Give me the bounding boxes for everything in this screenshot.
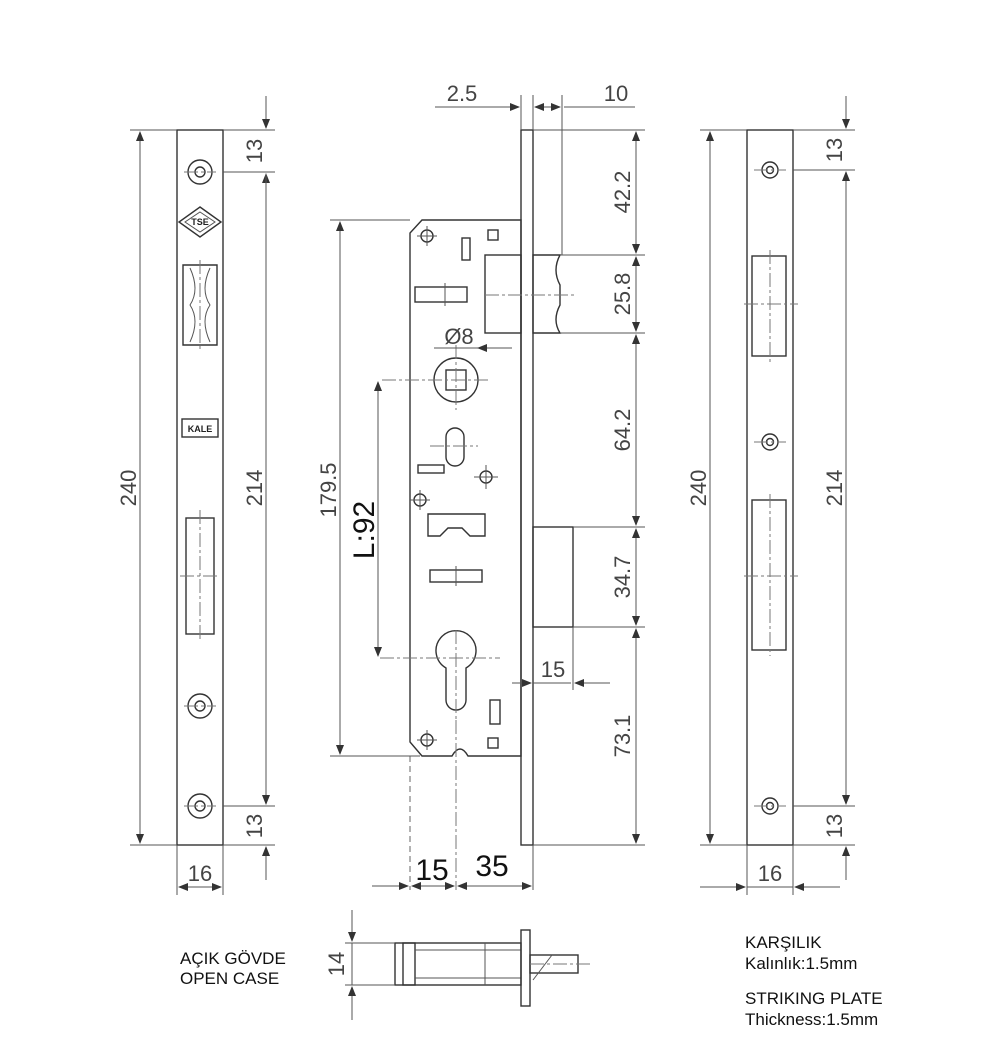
striking-plate-outline bbox=[746, 129, 794, 846]
faceplate-thickness-dimension: 2.5 bbox=[447, 81, 478, 106]
left-faceplate-outline bbox=[176, 129, 224, 846]
thickness-label-en: Thickness:1.5mm bbox=[745, 1010, 878, 1029]
open-case-top-view: 14 bbox=[324, 910, 590, 1020]
left-upper-slot bbox=[182, 260, 218, 350]
right-inner-dimension: 214 bbox=[822, 470, 847, 507]
right-bottom-screw-icon bbox=[754, 797, 786, 815]
case-screw-bottom-icon bbox=[417, 730, 437, 750]
center-faceplate-edge bbox=[520, 129, 534, 846]
left-faceplate: TSE KALE bbox=[116, 96, 275, 895]
cylinder-hole bbox=[380, 630, 500, 720]
diameter-dimension: Ø8 bbox=[444, 324, 473, 349]
left-top-dimension: 13 bbox=[242, 139, 267, 163]
tse-logo-text: TSE bbox=[191, 217, 209, 227]
case-screw-left-icon bbox=[410, 490, 430, 510]
backset-35-dimension: 35 bbox=[475, 850, 508, 883]
lock-case-outline bbox=[409, 219, 522, 757]
dim-42-2: 42.2 bbox=[610, 171, 635, 214]
body-height-dimension: 179.5 bbox=[316, 462, 341, 517]
latch-projection-dimension: 10 bbox=[604, 81, 628, 106]
backset-15-dimension: 15 bbox=[415, 854, 448, 887]
right-total-dimension: 240 bbox=[686, 470, 711, 507]
left-inner-dimension: 214 bbox=[242, 470, 267, 507]
thickness-label-tr: Kalınlık:1.5mm bbox=[745, 954, 857, 973]
left-width-dimension: 16 bbox=[188, 861, 212, 886]
case-screw-middle-icon bbox=[474, 465, 498, 489]
case-thickness-dimension: 14 bbox=[324, 952, 349, 976]
dim-34-7: 34.7 bbox=[610, 556, 635, 599]
striking-plate-label-tr: KARŞILIK bbox=[745, 933, 822, 952]
left-middle-screw-icon bbox=[184, 693, 216, 719]
left-bottom-dimension: 13 bbox=[242, 814, 267, 838]
open-case-label-tr: AÇIK GÖVDE bbox=[180, 949, 286, 968]
right-top-screw-icon bbox=[754, 161, 786, 179]
dim-64-2: 64.2 bbox=[610, 409, 635, 452]
right-bottom-dimension: 13 bbox=[822, 814, 847, 838]
dim-73-1: 73.1 bbox=[610, 715, 635, 758]
striking-plate-label-en: STRIKING PLATE bbox=[745, 989, 883, 1008]
tse-logo: TSE bbox=[177, 206, 223, 238]
deadbolt bbox=[532, 526, 574, 628]
left-top-screw-icon bbox=[184, 159, 216, 185]
left-bottom-screw-icon bbox=[184, 793, 216, 819]
open-case-label-en: OPEN CASE bbox=[180, 969, 279, 988]
follower-square bbox=[382, 345, 490, 410]
latch-bolt bbox=[484, 254, 575, 334]
left-total-dimension: 240 bbox=[116, 470, 141, 507]
right-middle-screw-icon bbox=[754, 433, 786, 451]
oval-slot bbox=[445, 427, 465, 467]
right-width-dimension: 16 bbox=[758, 861, 782, 886]
deadbolt-projection-dimension: 15 bbox=[541, 657, 565, 682]
right-lower-slot bbox=[744, 494, 798, 656]
lever-piece bbox=[427, 513, 486, 537]
kale-logo: KALE bbox=[181, 418, 219, 438]
lock-body-side-view: Ø8 bbox=[316, 81, 645, 890]
center-distance-dimension: L:92 bbox=[348, 501, 381, 559]
striking-plate: 240 214 13 13 16 bbox=[686, 96, 855, 895]
kale-logo-text: KALE bbox=[188, 424, 213, 434]
dim-25-8: 25.8 bbox=[610, 273, 635, 316]
right-top-dimension: 13 bbox=[822, 138, 847, 162]
right-upper-slot bbox=[744, 250, 798, 362]
open-case-body bbox=[394, 942, 522, 986]
left-lower-slot bbox=[180, 510, 220, 640]
open-case-faceplate bbox=[520, 929, 531, 1007]
